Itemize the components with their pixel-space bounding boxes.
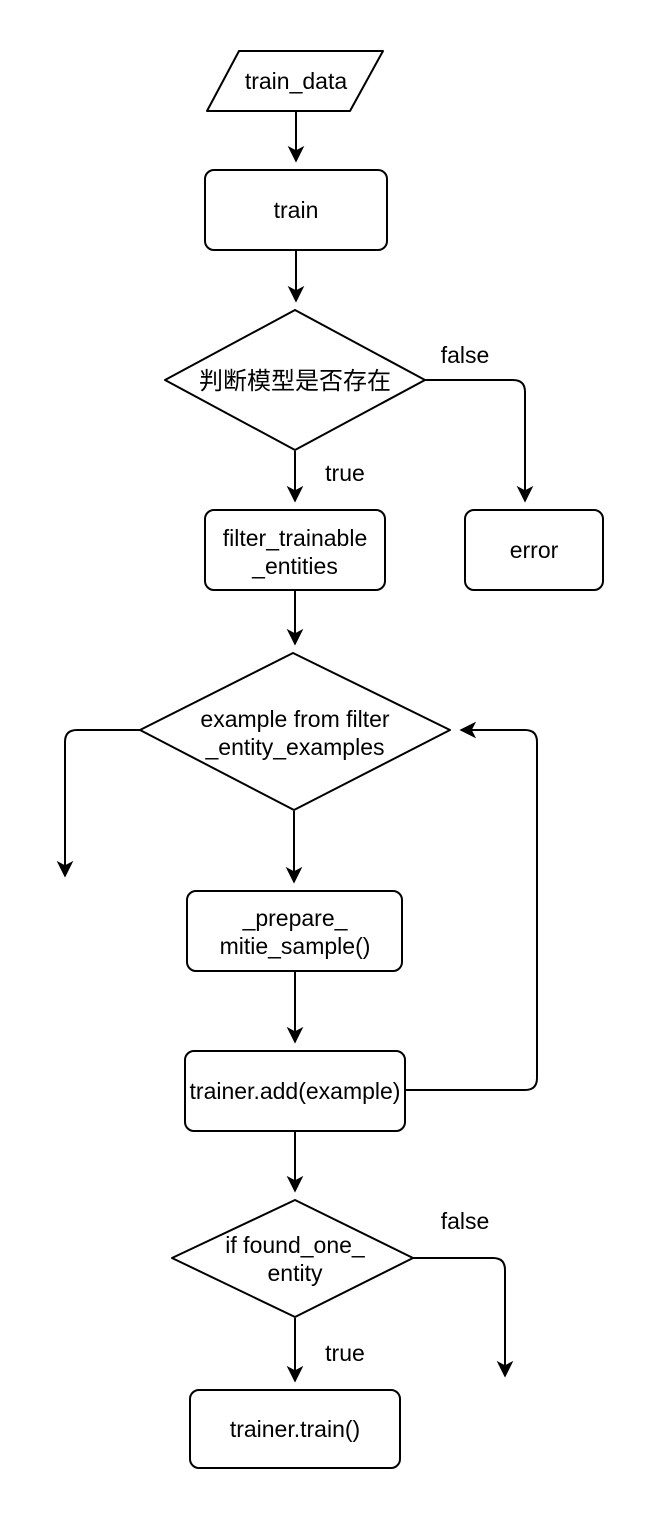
node-found-one-label-line1: if found_one_	[225, 1232, 366, 1258]
node-train-label: train	[274, 197, 319, 223]
node-train-shape	[204, 169, 388, 251]
node-prepare-mitie-sample-shape	[186, 890, 403, 972]
edge-label-model-check-false: false	[441, 342, 490, 368]
node-example-loop-label-line2: _entity_examples	[205, 734, 385, 760]
node-filter-trainable-entities-label-line1: filter_trainable	[223, 525, 367, 551]
edge-example-loop-exit-left	[56, 729, 140, 878]
node-train-data-shape	[206, 50, 384, 112]
node-model-check-label: 判断模型是否存在	[199, 368, 391, 395]
node-train-data-label: train_data	[245, 68, 348, 94]
edge-found-one-false-exit	[413, 1257, 514, 1378]
node-model-check-diamond	[164, 309, 426, 451]
node-error-shape	[464, 509, 604, 591]
node-trainer-add-label: trainer.add(example)	[190, 1078, 401, 1104]
node-trainer-train-label: trainer.train()	[230, 1416, 360, 1442]
node-filter-trainable-entities-shape	[204, 509, 386, 591]
node-prepare-mitie-sample-label-line2: mitie_sample()	[220, 933, 371, 959]
node-trainer-train-shape	[189, 1389, 401, 1469]
node-found-one-diamond	[171, 1199, 414, 1318]
edge-label-found-one-false: false	[441, 1208, 490, 1234]
node-example-loop-diamond	[139, 652, 451, 811]
node-filter-trainable-entities-label-line2: _entities	[251, 553, 338, 579]
edge-model-check-false-to-error	[425, 379, 534, 503]
edge-label-found-one-true: true	[325, 1340, 365, 1366]
node-found-one-label-line2: entity	[268, 1260, 323, 1286]
node-trainer-add-shape	[184, 1050, 406, 1132]
node-error-label: error	[510, 537, 559, 563]
edge-label-model-check-true: true	[325, 460, 365, 486]
node-prepare-mitie-sample-label-line1: _prepare_	[242, 905, 349, 931]
node-example-loop-label-line1: example from filter	[200, 706, 390, 732]
edge-trainer-add-loop-back	[406, 721, 538, 1091]
